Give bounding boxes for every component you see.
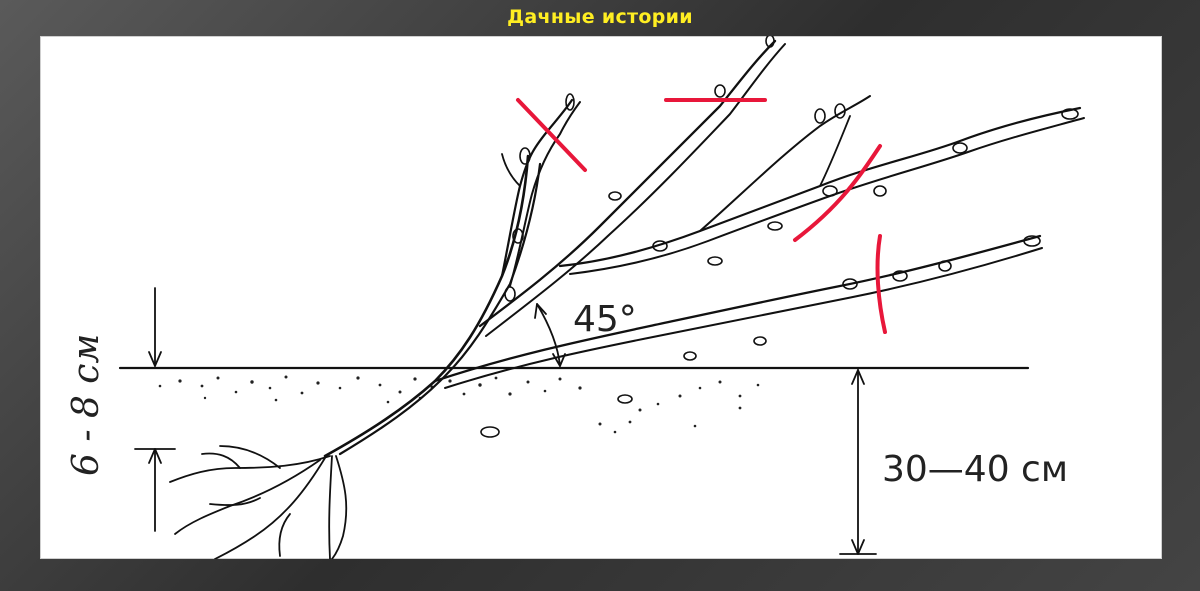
planting-diagram: 45° 30—40 см 6 - 8 см (66, 36, 1085, 559)
height-arrowhead-bottom (148, 448, 162, 464)
depth-arrowhead-top (851, 369, 865, 385)
lower-branch-outline (444, 247, 1043, 389)
roots (169, 445, 348, 559)
upper-right-twig (699, 95, 871, 232)
angle-label: 45° (573, 299, 637, 340)
height-arrowhead-top (148, 351, 162, 367)
cut-marks (516, 98, 887, 334)
height-label: 6 - 8 см (66, 334, 107, 476)
buds (480, 36, 1079, 438)
site-title: Дачные истории (507, 6, 693, 28)
center-branch (478, 39, 777, 328)
lower-branch (433, 234, 1042, 383)
header-bar: Дачные истории (0, 0, 1200, 36)
angle-arrow-top (534, 303, 547, 319)
diagram-panel: 45° 30—40 см 6 - 8 см (40, 36, 1162, 559)
angle-arc (536, 303, 561, 367)
angle-arrow-bottom (552, 353, 566, 367)
depth-arrowhead-bottom (851, 539, 865, 555)
cut-mark-1 (516, 98, 587, 172)
main-stem (323, 154, 530, 458)
twig-b (501, 153, 521, 187)
main-stem-outline (338, 162, 542, 456)
twig-a (819, 115, 851, 187)
center-branch-outline (485, 43, 786, 337)
cut-mark-3 (793, 144, 882, 242)
cut-mark-4 (875, 234, 887, 334)
soil-dots (158, 375, 760, 434)
depth-label: 30—40 см (882, 449, 1068, 490)
